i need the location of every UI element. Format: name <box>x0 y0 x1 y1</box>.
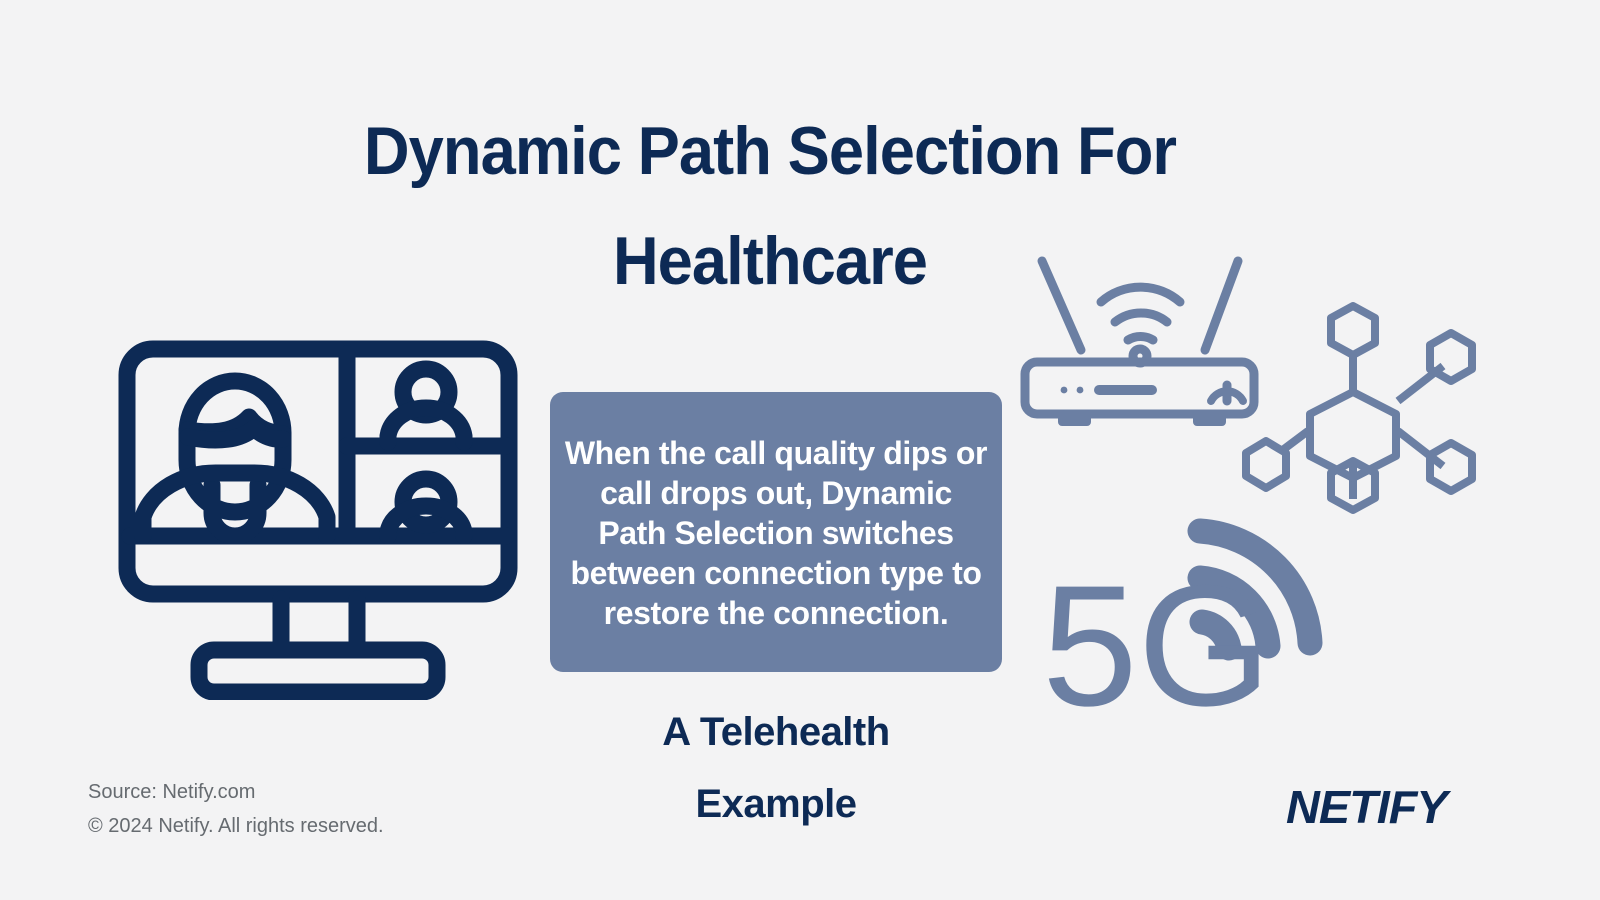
page-title-line-2: Healthcare <box>612 223 928 299</box>
video-call-monitor-icon <box>118 340 518 700</box>
sub-caption-line-2: Example <box>695 782 857 826</box>
5g-label: 5G <box>1042 550 1271 720</box>
netify-logo: NETIFY <box>1286 781 1448 833</box>
callout-box: When the call quality dips or call drops… <box>550 392 1002 672</box>
sub-caption: A Telehealth Example <box>550 696 1002 840</box>
footer: Source: Netify.com © 2024 Netify. All ri… <box>88 775 384 843</box>
page-title-line-1: Dynamic Path Selection For <box>363 113 1177 189</box>
wifi-router-icon <box>1015 252 1265 427</box>
sub-caption-line-1: A Telehealth <box>662 710 890 754</box>
callout-text: When the call quality dips or call drops… <box>564 435 988 631</box>
page-title: Dynamic Path Selection For Healthcare <box>221 96 1318 316</box>
hexagon-network-icon <box>1238 296 1483 521</box>
source-text: Source: Netify.com <box>88 781 256 803</box>
copyright-text: © 2024 Netify. All rights reserved. <box>88 815 384 837</box>
5g-signal-icon: 5G <box>1040 505 1330 720</box>
